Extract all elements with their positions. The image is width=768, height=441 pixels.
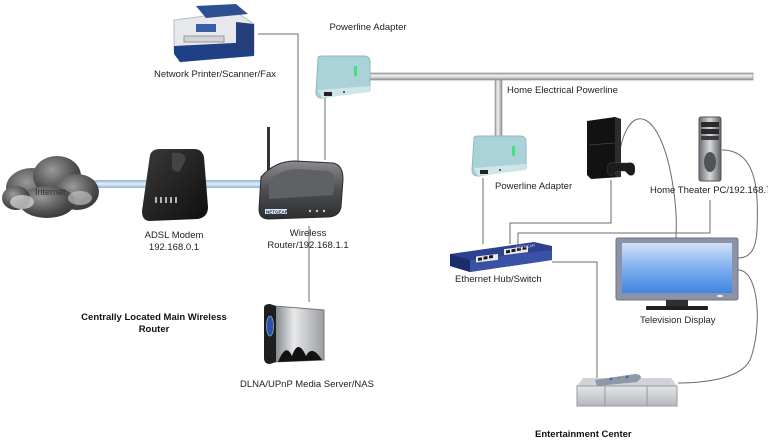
- home-theater-pc[interactable]: [698, 116, 722, 182]
- router-note-line1: Centrally Located Main Wireless: [81, 312, 227, 323]
- powerline-adapter-2[interactable]: [470, 134, 528, 180]
- television-display[interactable]: [614, 236, 740, 312]
- modem-label-line1: ADSL Modem: [144, 230, 204, 241]
- wire-console-switch: [509, 180, 612, 244]
- modem-icon: [142, 149, 208, 221]
- wireless-router[interactable]: NETGEAR: [255, 125, 345, 223]
- powerline-adapter-1-label: Powerline Adapter: [329, 22, 407, 33]
- wire-htpc-switch: [517, 200, 711, 244]
- nas-label: DLNA/UPnP Media Server/NAS: [240, 379, 374, 390]
- powerline-adapter-icon: [315, 55, 371, 99]
- game-console-icon: [587, 117, 636, 179]
- powerline-adapter-icon: [471, 135, 527, 177]
- powerline-drop: [494, 79, 503, 139]
- switch-label: Ethernet Hub/Switch: [455, 274, 542, 285]
- ethernet-wires: [258, 33, 758, 384]
- tv-icon: [615, 237, 739, 310]
- wire-tv-receiver: [677, 269, 758, 384]
- htpc-label: Home Theater PC/192.168.7: [650, 185, 768, 196]
- router-icon: NETGEAR: [258, 127, 344, 220]
- router-brand: NETGEAR: [266, 210, 289, 215]
- av-receiver-icon: [576, 374, 678, 407]
- wire-printer-router: [258, 33, 299, 178]
- game-console[interactable]: [585, 115, 636, 183]
- nas-icon: [264, 304, 325, 364]
- wire-console-tv: [619, 118, 677, 239]
- printer-label: Network Printer/Scanner/Fax: [154, 69, 276, 80]
- pc-tower-icon: [698, 116, 722, 182]
- printer-icon: [173, 4, 255, 63]
- wire-switch-receiver: [552, 261, 598, 378]
- network-printer[interactable]: [166, 2, 258, 64]
- router-note-line2: Router: [138, 324, 170, 335]
- powerline-pipe: [365, 72, 754, 81]
- switch-icon: NETGEAR: [450, 242, 552, 272]
- powerline-label: Home Electrical Powerline: [507, 85, 618, 96]
- av-receiver[interactable]: [575, 370, 679, 408]
- switch-brand: NETGEAR: [516, 243, 536, 250]
- wire-htpc-tv: [721, 149, 758, 259]
- cloud-icon: [2, 156, 99, 218]
- router-label-line1: Wireless: [289, 228, 327, 239]
- ethernet-switch[interactable]: NETGEAR: [448, 240, 554, 274]
- internet-cloud: Internet: [2, 150, 102, 222]
- router-ip: Router/192.168.1.1: [267, 240, 349, 251]
- internet-label: Internet: [35, 187, 66, 197]
- powerline-adapter-2-label: Powerline Adapter: [495, 181, 573, 192]
- entertainment-center-label: Entertainment Center: [535, 429, 632, 440]
- tv-label: Television Display: [640, 315, 716, 326]
- adsl-modem[interactable]: [138, 145, 210, 225]
- modem-ip: 192.168.0.1: [148, 242, 200, 253]
- powerline-adapter-1[interactable]: [314, 54, 374, 102]
- media-server-nas[interactable]: [262, 302, 328, 366]
